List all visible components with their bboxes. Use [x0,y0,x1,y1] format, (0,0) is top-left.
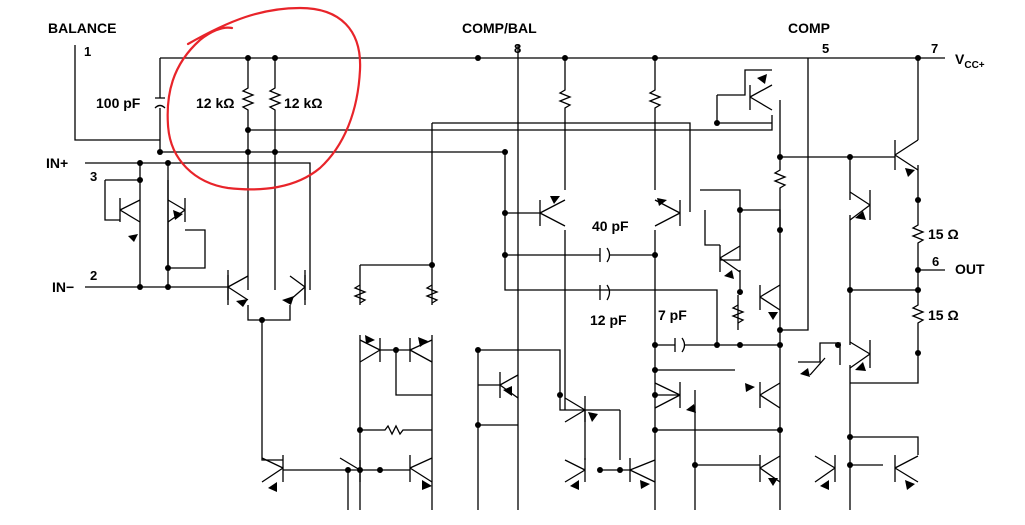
in-minus-label: IN− [52,279,74,295]
emitter-arrows [128,74,915,492]
vcc-pin-number: 7 [931,41,938,56]
balance-pin-number: 1 [84,44,91,59]
c-balance-value: 100 pF [96,95,141,111]
wires [74,45,945,510]
r-out-bottom-value: 15 Ω [928,307,959,323]
r-out-top-value: 15 Ω [928,226,959,242]
c-12-value: 12 pF [590,312,627,328]
vcc-label: VCC+ [955,51,985,71]
junction-dots [137,55,921,473]
out-label: OUT [955,261,985,277]
comp-pin-number: 5 [822,41,829,56]
r-left-value: 12 kΩ [196,95,234,111]
c-40-value: 40 pF [592,218,629,234]
in-plus-pin-number: 3 [90,169,97,184]
c-7-value: 7 pF [658,307,687,323]
balance-label: BALANCE [48,20,116,36]
comp-label: COMP [788,20,830,36]
r-right-value: 12 kΩ [284,95,322,111]
in-plus-label: IN+ [46,155,68,171]
out-pin-number: 6 [932,254,939,269]
comp-bal-label: COMP/BAL [462,20,537,36]
annotation-circle [166,6,362,191]
in-minus-pin-number: 2 [90,268,97,283]
transistors [119,84,919,483]
